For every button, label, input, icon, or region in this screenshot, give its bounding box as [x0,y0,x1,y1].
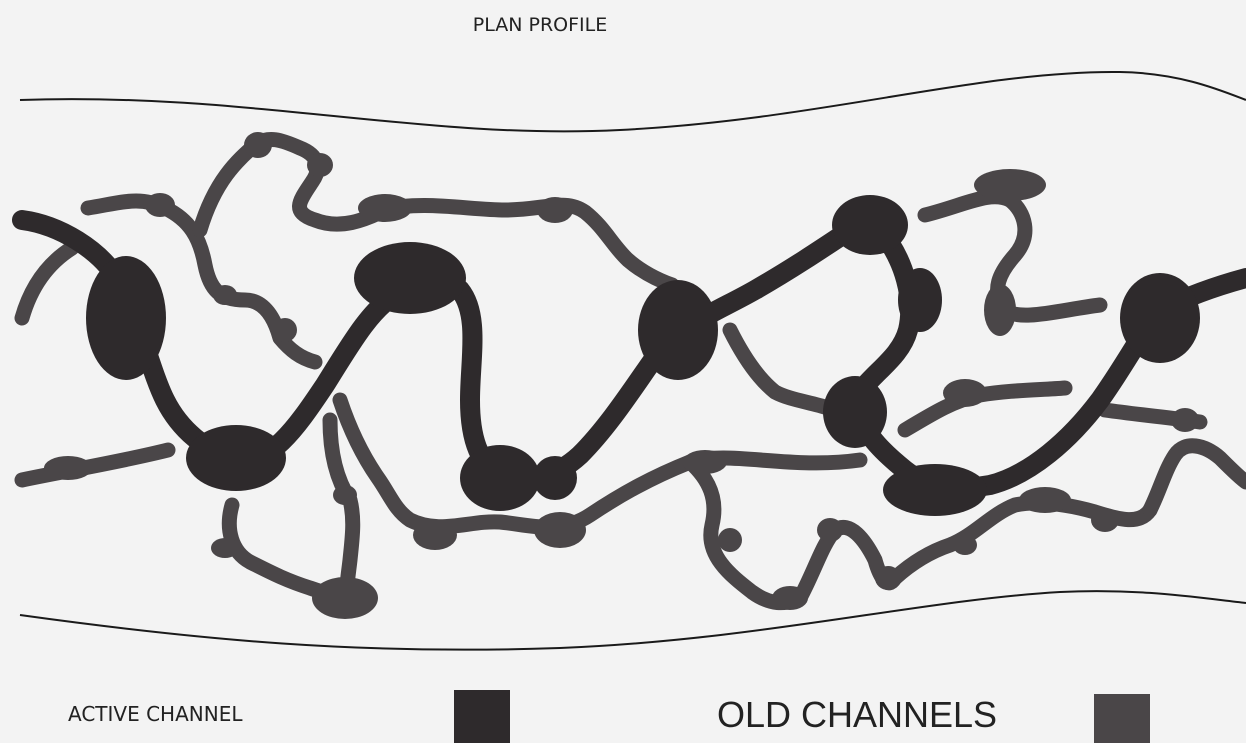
old-channels-legend-label: OLD CHANNELS [717,694,997,736]
active-channel-swatch [454,690,510,743]
old-channels-swatch [1094,694,1150,743]
active-channel-legend-label: ACTIVE CHANNEL [68,702,242,726]
channel-plan-diagram [0,0,1246,690]
lower-bank-line [20,591,1246,650]
upper-bank-line [20,72,1246,131]
